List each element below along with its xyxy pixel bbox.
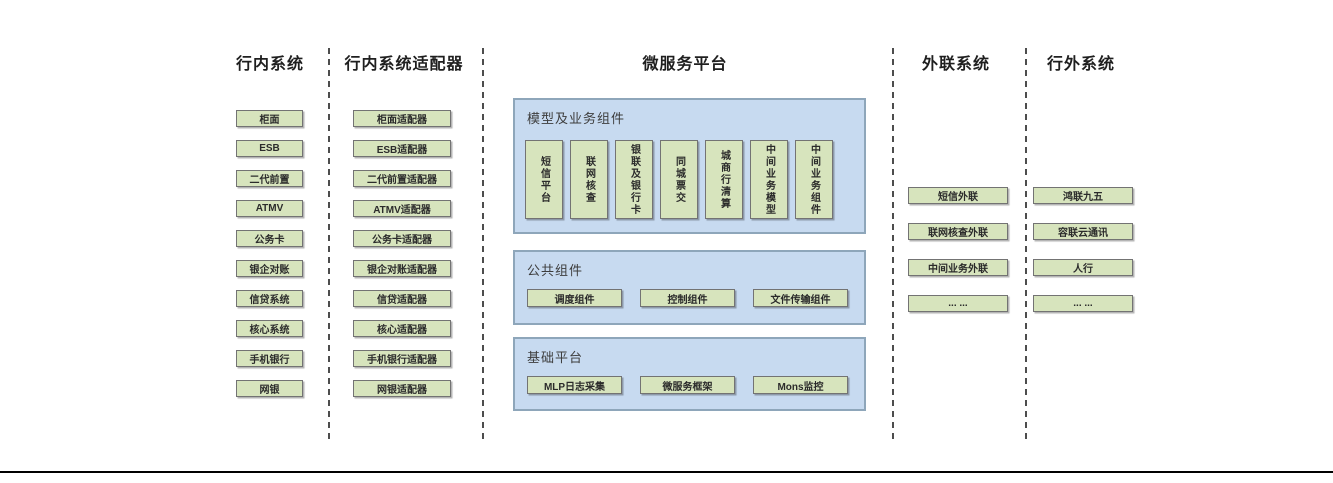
base-component-box: 微服务框架 <box>640 376 735 394</box>
outside-bank-system-box: ... ... <box>1033 295 1133 312</box>
common-component-box: 调度组件 <box>527 289 622 307</box>
dashed-separator-4 <box>1025 48 1027 443</box>
outside-bank-system-box: 鸿联九五 <box>1033 187 1133 204</box>
external-link-system-box: 中间业务外联 <box>908 259 1008 276</box>
model-business-components-list: 短信平台联网核查银联及银行卡同城票交城商行清算中间业务模型中间业务组件 <box>525 140 833 219</box>
outside-bank-system-box: 容联云通讯 <box>1033 223 1133 240</box>
internal-systems-list: 柜面 ESB 二代前置 ATMV 公务卡银企对账信贷系统核心系统手机银行网银 <box>236 110 303 397</box>
panel-title-common-components: 公共组件 <box>527 263 584 278</box>
adapter-box: 柜面适配器 <box>353 110 451 127</box>
column-title-outside-bank-systems: 行外系统 <box>1046 56 1115 73</box>
dashed-separator-3 <box>892 48 894 443</box>
model-component-box: 城商行清算 <box>705 140 743 219</box>
panel-model-business-components: 模型及业务组件 短信平台联网核查银联及银行卡同城票交城商行清算中间业务模型中间业… <box>513 98 866 234</box>
model-component-box: 中间业务组件 <box>795 140 833 219</box>
internal-adapters-list: 柜面适配器 ESB适配器二代前置适配器 ATMV适配器公务卡适配器银企对账适配器信贷… <box>353 110 451 397</box>
model-component-box: 中间业务模型 <box>750 140 788 219</box>
panel-title-model-business-components: 模型及业务组件 <box>527 111 626 126</box>
dashed-separator-2 <box>482 48 484 443</box>
base-component-box: MLP日志采集 <box>527 376 622 394</box>
internal-system-box: 银企对账 <box>236 260 303 277</box>
common-component-box: 控制组件 <box>640 289 735 307</box>
internal-system-box: 柜面 <box>236 110 303 127</box>
dashed-separator-1 <box>328 48 330 443</box>
external-link-systems-list: 短信外联联网核查外联中间业务外联 ... ... <box>908 187 1008 312</box>
external-link-system-box: ... ... <box>908 295 1008 312</box>
internal-system-box: 网银 <box>236 380 303 397</box>
internal-system-box: 手机银行 <box>236 350 303 367</box>
adapter-box: 二代前置适配器 <box>353 170 451 187</box>
external-link-system-box: 短信外联 <box>908 187 1008 204</box>
model-component-box: 联网核查 <box>570 140 608 219</box>
panel-base-platform: 基础平台 MLP日志采集微服务框架 Mons监控 <box>513 337 866 411</box>
adapter-box: ESB适配器 <box>353 140 451 157</box>
outside-bank-system-box: 人行 <box>1033 259 1133 276</box>
internal-system-box: 信贷系统 <box>236 290 303 307</box>
base-platform-components-list: MLP日志采集微服务框架 Mons监控 <box>527 376 848 394</box>
adapter-box: 银企对账适配器 <box>353 260 451 277</box>
model-component-box: 银联及银行卡 <box>615 140 653 219</box>
adapter-box: 手机银行适配器 <box>353 350 451 367</box>
column-title-microservice-platform: 微服务平台 <box>642 56 728 73</box>
common-component-box: 文件传输组件 <box>753 289 848 307</box>
common-components-list: 调度组件控制组件文件传输组件 <box>527 289 848 307</box>
column-title-internal-systems: 行内系统 <box>235 56 304 73</box>
internal-system-box: 公务卡 <box>236 230 303 247</box>
bottom-border-line <box>0 471 1333 473</box>
panel-title-base-platform: 基础平台 <box>527 350 584 365</box>
model-component-box: 短信平台 <box>525 140 563 219</box>
model-component-box: 同城票交 <box>660 140 698 219</box>
internal-system-box: ATMV <box>236 200 303 217</box>
external-link-system-box: 联网核查外联 <box>908 223 1008 240</box>
outside-bank-systems-list: 鸿联九五容联云通讯人行 ... ... <box>1033 187 1133 312</box>
adapter-box: 公务卡适配器 <box>353 230 451 247</box>
panel-common-components: 公共组件 调度组件控制组件文件传输组件 <box>513 250 866 325</box>
adapter-box: 网银适配器 <box>353 380 451 397</box>
adapter-box: ATMV适配器 <box>353 200 451 217</box>
adapter-box: 信贷适配器 <box>353 290 451 307</box>
column-title-external-link-systems: 外联系统 <box>921 56 990 73</box>
adapter-box: 核心适配器 <box>353 320 451 337</box>
internal-system-box: 核心系统 <box>236 320 303 337</box>
internal-system-box: ESB <box>236 140 303 157</box>
internal-system-box: 二代前置 <box>236 170 303 187</box>
base-component-box: Mons监控 <box>753 376 848 394</box>
column-title-internal-adapters: 行内系统适配器 <box>344 56 464 73</box>
